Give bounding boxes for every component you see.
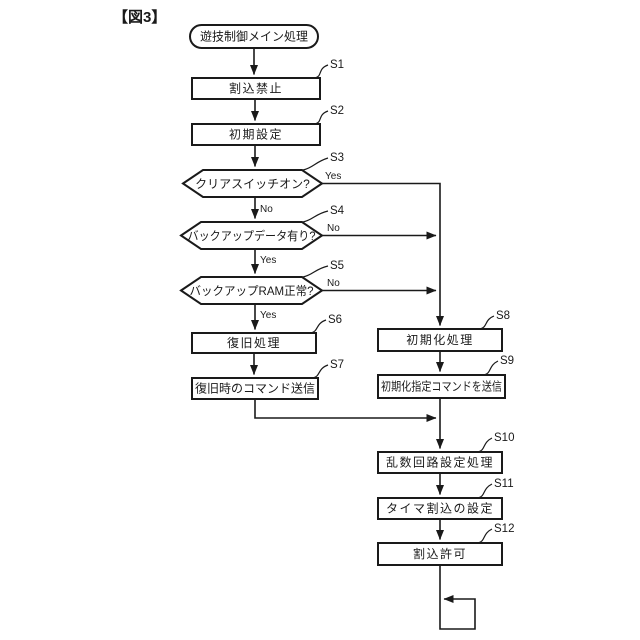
edge-s7-to-merge (254, 399, 437, 422)
process-s2-shape (191, 123, 321, 146)
branch-label-s3-yes: Yes (325, 171, 341, 182)
decision-s5: バックアップRAM正常? S5 (179, 260, 344, 305)
step-connector-s10 (477, 437, 493, 453)
branch-label-s4-no: No (327, 223, 340, 234)
process-s7: 復旧時のコマンド送信 S7 (191, 359, 344, 400)
step-id-s8: S8 (496, 310, 510, 322)
step-id-s5: S5 (330, 260, 344, 272)
process-s6: 復旧処理 S6 (191, 314, 342, 354)
process-s9-shape (377, 374, 506, 399)
step-id-s4: S4 (330, 205, 345, 217)
process-s8: 初期化処理 S8 (377, 310, 510, 352)
decision-s3-shape (181, 169, 324, 198)
process-s2: 初期設定 S2 (191, 105, 344, 146)
process-s10-shape (377, 451, 503, 474)
process-s9-label: 初期化指定コマンドを送信 (381, 379, 502, 394)
process-s12-shape (377, 542, 503, 566)
step-id-s12: S12 (494, 523, 514, 535)
step-connector-s12 (477, 528, 493, 544)
decision-s3-label: クリアスイッチオン? (195, 177, 310, 191)
step-connector-s1 (314, 64, 329, 79)
step-connector-s3 (302, 157, 329, 171)
process-s9: 初期化指定コマンドを送信 S9 (377, 355, 514, 399)
step-id-s10: S10 (494, 432, 514, 444)
process-s6-shape (191, 332, 317, 354)
step-id-s9: S9 (500, 355, 514, 367)
process-s1-label: 割込禁止 (229, 81, 283, 96)
process-s1: 割込禁止 S1 (191, 59, 344, 100)
decision-s5-shape (179, 276, 324, 305)
edge-main-loop (439, 565, 476, 630)
figure-title: 【図3】 (113, 8, 166, 26)
step-id-s2: S2 (330, 105, 344, 117)
start-terminator-shape (189, 24, 319, 49)
start-terminator: 遊技制御メイン処理 (189, 24, 319, 49)
step-connector-s9 (483, 360, 499, 376)
branch-label-s5-yes: Yes (260, 310, 276, 321)
process-s10: 乱数回路設定処理 S10 (377, 432, 514, 474)
process-s11-shape (377, 497, 503, 520)
process-s7-shape (191, 377, 319, 400)
process-s1-shape (191, 77, 321, 100)
process-s11-label: タイマ割込の設定 (386, 501, 494, 516)
process-s12: 割込許可 S12 (377, 523, 514, 566)
process-s12-label: 割込許可 (413, 546, 467, 561)
step-connector-s8 (479, 315, 495, 330)
process-s8-shape (377, 328, 503, 352)
branch-label-s3-no: No (260, 204, 273, 215)
process-s2-label: 初期設定 (229, 127, 283, 142)
process-s10-label: 乱数回路設定処理 (386, 455, 494, 470)
decision-s5-label: バックアップRAM正常? (190, 284, 314, 298)
step-connector-s4 (302, 210, 329, 223)
decision-s3: クリアスイッチオン? S3 (181, 152, 344, 198)
decision-s4-shape (179, 221, 324, 250)
decision-s4: バックアップデータ有り? S4 (179, 205, 345, 250)
step-connector-s6 (310, 319, 327, 334)
branch-label-s4-yes: Yes (260, 255, 276, 266)
edge-s3-yes-to-s8 (322, 182, 444, 326)
decision-s4-label: バックアップデータ有り? (188, 228, 316, 243)
step-id-s1: S1 (330, 59, 344, 71)
step-id-s6: S6 (328, 314, 342, 326)
step-connector-s2 (314, 110, 329, 125)
step-connector-s5 (302, 265, 329, 278)
process-s7-label: 復旧時のコマンド送信 (195, 381, 315, 396)
start-terminator-label: 遊技制御メイン処理 (200, 29, 308, 44)
step-id-s3: S3 (330, 152, 344, 164)
process-s11: タイマ割込の設定 S11 (377, 478, 514, 520)
branch-label-s5-no: No (327, 278, 340, 289)
process-s8-label: 初期化処理 (406, 333, 474, 347)
step-id-s11: S11 (494, 478, 514, 490)
process-s6-label: 復旧処理 (227, 335, 281, 350)
step-id-s7: S7 (330, 359, 344, 371)
step-connector-s11 (477, 483, 493, 499)
step-connector-s7 (312, 364, 329, 379)
